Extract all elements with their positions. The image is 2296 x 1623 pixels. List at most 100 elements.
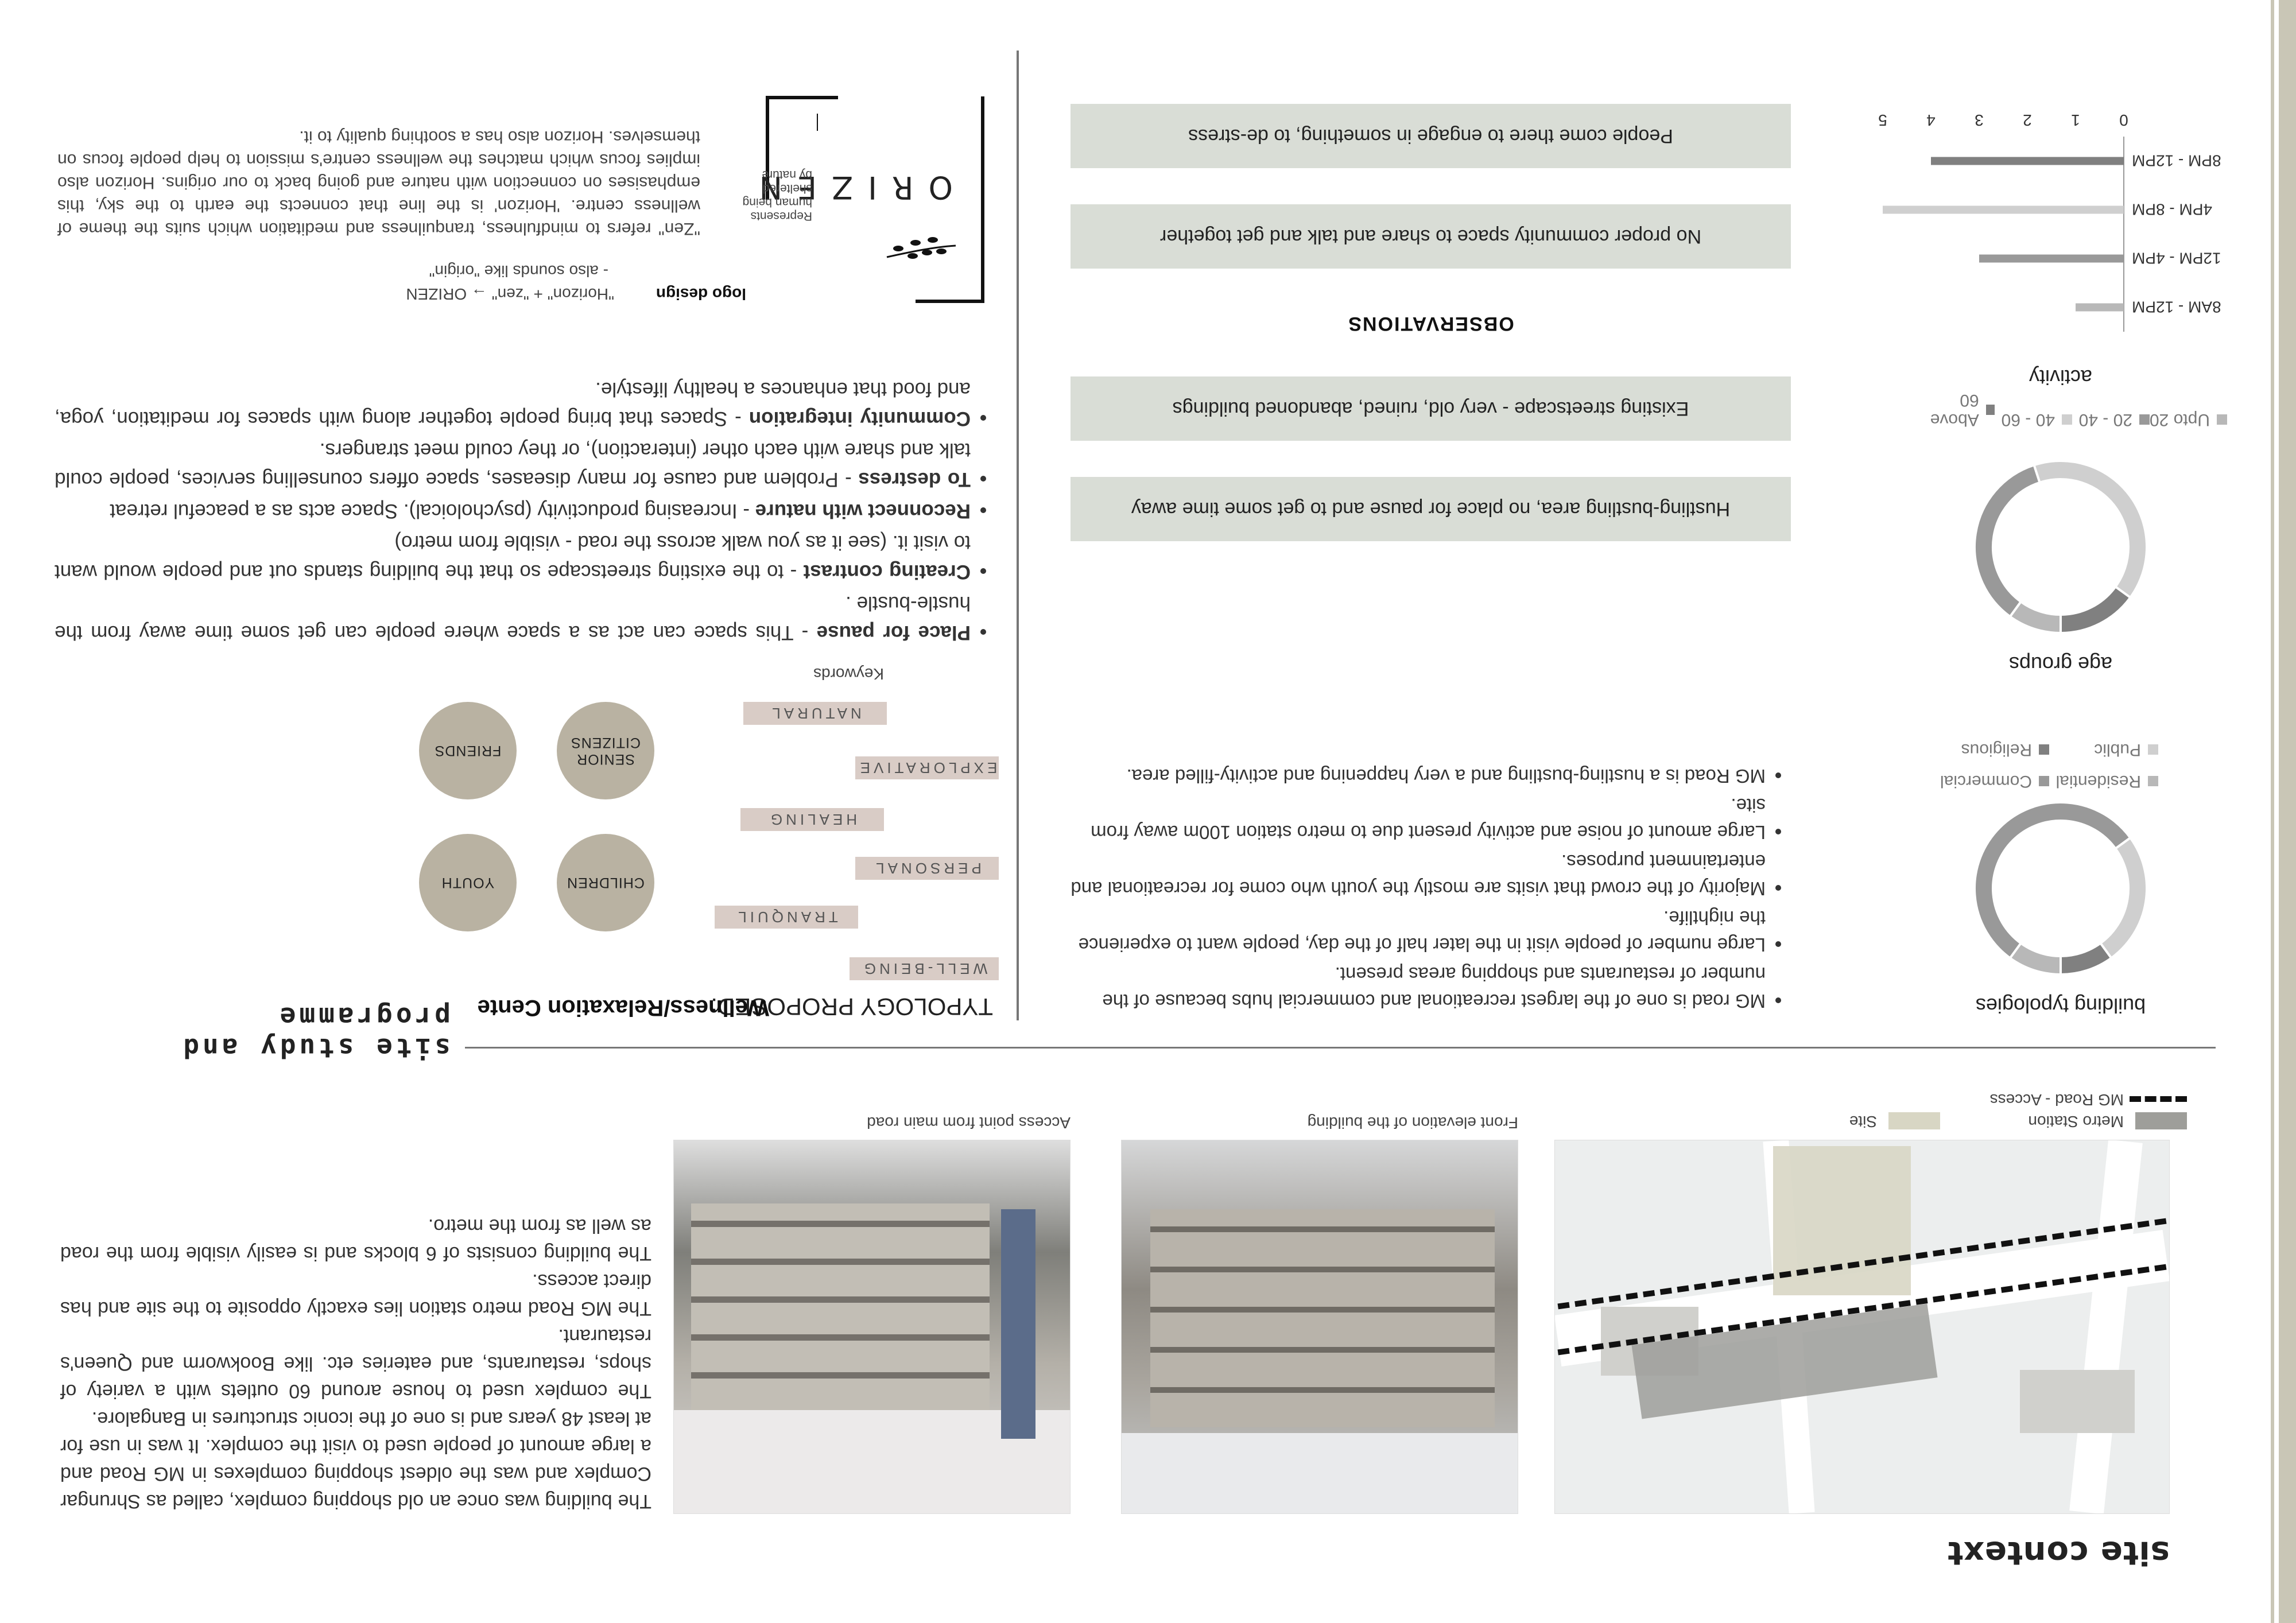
activity-x-tick: 0 xyxy=(2119,111,2128,129)
activity-x-tick: 1 xyxy=(2071,111,2080,129)
keyword-tag: PERSONAL xyxy=(855,857,999,880)
observation-item: Large number of people visit in the late… xyxy=(1068,904,1766,958)
observation-band: Hustling-bustling area, no place for pau… xyxy=(1071,477,1791,541)
logo-caption-line-text: human being xyxy=(742,196,812,209)
activity-title: activity xyxy=(2029,366,2093,389)
front-elevation-caption: Front elevation of the building xyxy=(1307,1114,1518,1132)
site-context-text: The building was once an old shopping co… xyxy=(60,1212,651,1515)
site-study-title: site study and programme xyxy=(180,1001,451,1063)
donut-slice xyxy=(2060,941,2113,976)
legend-access-line xyxy=(2130,1096,2187,1102)
design-point-title: Reconnect with nature xyxy=(755,500,971,522)
design-point-title: Place for pause xyxy=(816,622,971,644)
keyword-tag: EXPLORATIVE xyxy=(855,756,999,779)
donut-slice xyxy=(2099,836,2148,960)
legend-label: Public xyxy=(2094,740,2141,759)
legend-metro-swatch xyxy=(2135,1112,2187,1129)
column-divider xyxy=(1017,51,1019,1020)
edge-bar-thin xyxy=(2271,0,2274,1623)
sky xyxy=(1122,1433,1518,1513)
observation-item: MG Road is a hustling-bustling and a ver… xyxy=(1068,763,1766,790)
legend-label: 20 - 40 xyxy=(2078,410,2132,429)
legend-metro-label: Metro Station xyxy=(2028,1113,2124,1131)
logo-caption-line-text: sheltered xyxy=(762,182,812,195)
keyword-tag: TRANQUIL xyxy=(715,906,858,929)
age-groups-title: age groups xyxy=(2008,653,2113,676)
observation-band: People come there to engage in something… xyxy=(1071,104,1791,168)
keywords-label: Keywords xyxy=(813,665,884,683)
logo-frame-bottom xyxy=(916,300,984,303)
logo-derivation-result: ORIZEN xyxy=(406,285,467,303)
activity-x-tick: 4 xyxy=(1926,111,1936,129)
activity-bar xyxy=(1931,157,2124,165)
legend-swatch xyxy=(2062,414,2072,425)
observation-band: Existing streetscape - very old, ruined,… xyxy=(1071,376,1791,441)
keyword-tag: WELL-BEING xyxy=(850,957,999,980)
front-elevation-photo[interactable] xyxy=(1121,1140,1518,1514)
legend-item: Commercial xyxy=(1940,771,2049,791)
legend-site-swatch xyxy=(1888,1112,1940,1129)
site-context-paragraph: The MG Road metro station lies exactly o… xyxy=(60,1270,651,1319)
legend-swatch xyxy=(1985,405,1995,415)
logo-caption: Represents human being sheltered by natu… xyxy=(743,168,812,223)
legend-item: Residential xyxy=(2056,771,2158,791)
activity-category-label: 8AM - 12PM xyxy=(2132,298,2221,316)
legend-swatch xyxy=(2217,414,2227,425)
legend-site-label: Site xyxy=(1849,1113,1877,1131)
observation-band: No proper community space to share and t… xyxy=(1071,204,1791,269)
site-context-title: site context xyxy=(1947,1534,2170,1571)
logo-note: - also sounds like "origin" xyxy=(429,262,608,280)
logo-caption-line xyxy=(817,114,818,131)
site-context-paragraph: The building was once an old shopping co… xyxy=(60,1408,651,1512)
observation-bullets: MG road is one of the largest recreation… xyxy=(1068,760,1791,1015)
design-point: Community integration - Spaces that brin… xyxy=(55,375,971,433)
tree-branch-icon xyxy=(884,228,959,269)
design-point: Creating contrast - to the existing stre… xyxy=(55,528,971,587)
design-point-title: To destress xyxy=(858,468,971,491)
design-point-text: - Problem and cause for many diseases, s… xyxy=(55,439,971,491)
logo-frame-left xyxy=(972,96,984,303)
legend-item: 20 - 40 xyxy=(2079,410,2150,429)
activity-bar xyxy=(1979,254,2124,263)
section-divider xyxy=(465,1047,2216,1049)
legend-swatch xyxy=(2039,744,2049,755)
user-group-senior-citizens: SENIOR CITIZENS xyxy=(557,702,654,799)
activity-bar xyxy=(1883,205,2124,214)
legend-item: Above 60 xyxy=(1917,390,1995,429)
legend-swatch xyxy=(2148,776,2158,786)
legend-swatch xyxy=(2148,744,2158,755)
observation-item: MG road is one of the largest recreation… xyxy=(1068,961,1766,1015)
building-typologies-title: building typologies xyxy=(1975,994,2146,1018)
building-typologies-donut xyxy=(1973,801,2148,976)
logo-derivation-formula: "Horizon" + "zen" xyxy=(491,285,614,303)
legend-label: Commercial xyxy=(1940,772,2032,791)
user-group-youth: YOUTH xyxy=(419,834,517,931)
age-groups-donut xyxy=(1973,460,2148,635)
keyword-tag: HEALING xyxy=(740,808,884,831)
edge-bar xyxy=(2279,0,2296,1623)
observation-item: Large amount of noise and activity prese… xyxy=(1068,792,1766,846)
design-point-title: Community integration xyxy=(748,407,971,430)
donut-slice xyxy=(1973,801,2132,960)
logo-caption-line-text: by nature xyxy=(762,168,812,181)
design-point: Reconnect with nature - Increasing produ… xyxy=(55,496,971,526)
building-facade xyxy=(691,1203,990,1410)
access-point-photo[interactable] xyxy=(673,1140,1071,1514)
logo-caption-line-text: Represents xyxy=(750,209,812,223)
site-map[interactable] xyxy=(1554,1140,2170,1514)
map-road xyxy=(2069,1140,2143,1514)
legend-label: Above 60 xyxy=(1930,391,1979,429)
logo-design-label: logo design xyxy=(656,285,746,303)
design-point: Place for pause - This space can act as … xyxy=(55,589,971,647)
activity-category-label: 8PM - 12PM xyxy=(2132,152,2221,170)
donut-slice xyxy=(1973,463,2042,619)
legend-label: 40 - 60 xyxy=(2001,410,2055,429)
logo-frame-top xyxy=(766,96,838,99)
observations-title: OBSERVATIONS xyxy=(1347,313,1514,335)
observation-item: Majority of the crowd that visits are mo… xyxy=(1068,848,1766,902)
signboard xyxy=(1001,1209,1035,1439)
donut-slice xyxy=(2060,585,2132,635)
